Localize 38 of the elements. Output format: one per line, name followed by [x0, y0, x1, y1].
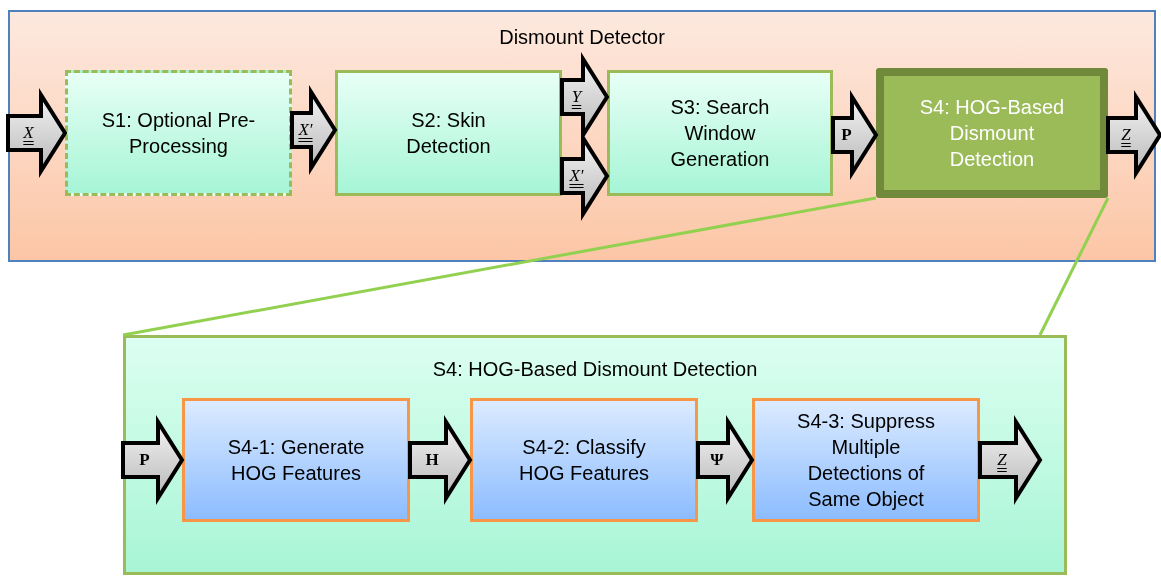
block-arrow: [121, 415, 185, 505]
edge-label: Z: [997, 451, 1007, 469]
block-arrow: [6, 88, 68, 178]
edge-label: P: [841, 126, 852, 144]
step-label: S3: Search Window Generation: [669, 95, 771, 172]
module-title: S4: HOG-Based Dismount Detection: [431, 357, 759, 382]
process-box: [182, 398, 410, 522]
edge-label: H: [425, 451, 439, 469]
step-label: S1: Optional Pre-Processing: [100, 108, 257, 159]
step-label: S4: HOG-Based Dismount Detection: [918, 95, 1066, 172]
process-box: [65, 70, 292, 196]
step-label: S4-1: Generate HOG Features: [226, 435, 366, 486]
zoom-line: [1038, 197, 1110, 336]
step-label: S4-2: Classify HOG Features: [517, 435, 650, 486]
process-box: [876, 68, 1108, 198]
edge-label: P: [139, 451, 150, 469]
step-label: S4-3: Suppress Multiple Detections of Same Object: [796, 409, 936, 512]
module-title: Dismount Detector: [498, 25, 666, 50]
edge-label: X: [23, 124, 34, 142]
edge-label: Y: [571, 88, 582, 106]
zoom-line: [122, 196, 877, 337]
block-arrow: [831, 90, 879, 180]
process-box: [470, 398, 698, 522]
process-box: [335, 70, 562, 196]
block-arrow: [408, 415, 473, 505]
block-arrow: [290, 85, 338, 175]
module-box: [8, 10, 1156, 262]
edge-label: Z: [1121, 126, 1131, 144]
edge-label: X′: [569, 167, 584, 185]
step-label: S2: Skin Detection: [405, 108, 492, 159]
block-arrow: [696, 415, 755, 505]
block-arrow: [1106, 90, 1161, 180]
edge-label: Ψ: [710, 451, 724, 469]
process-box: [607, 70, 833, 196]
module-box: [123, 335, 1067, 575]
block-arrow: [978, 415, 1043, 505]
edge-label: X′: [298, 121, 313, 139]
process-box: [752, 398, 980, 522]
